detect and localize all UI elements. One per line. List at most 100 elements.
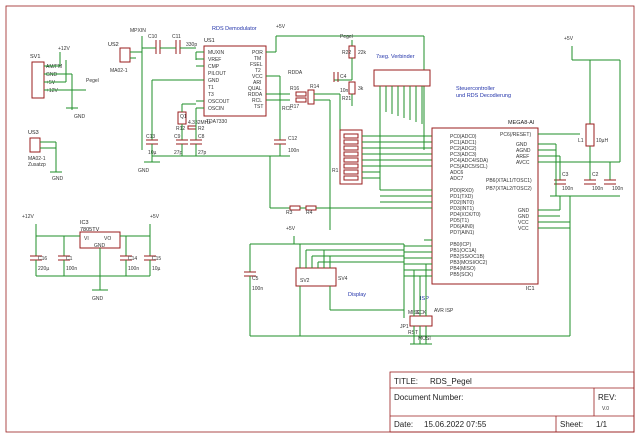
jp1-label: JP1 — [400, 324, 409, 330]
isp-connector: ISP AVR ISP JP1 MISO SCK RST MOSI — [400, 264, 454, 345]
c12-label: C12 — [288, 136, 297, 142]
sv1-pin-3: +5V — [46, 80, 56, 86]
ic1-pin: PB6(XTAL1/TOSC1) — [486, 178, 532, 184]
r14-label: R14 — [310, 84, 319, 90]
ic1-pin: AGND — [516, 148, 531, 154]
us1-pin: POR — [252, 50, 263, 56]
ic1-pd-pins: PD0(RXD) PD1(TXD) PD2(INT0) PD3(INT1) PD… — [450, 188, 481, 236]
sv1-gnd: GND — [74, 114, 86, 120]
r16-label: R16 — [290, 86, 299, 92]
isp-label: ISP — [420, 296, 429, 302]
c1-value: 100n — [66, 266, 77, 272]
ic1-pin: AREF — [516, 154, 529, 160]
c4-label: C4 — [340, 74, 347, 80]
seg-pins — [379, 86, 423, 124]
ic1-pin: PB4(MISO) — [450, 266, 476, 272]
ic1-pin: PB3(MOSI/OC2) — [450, 260, 488, 266]
ic1-pin: VCC — [518, 226, 529, 232]
ic1-pin: PD2(INT0) — [450, 200, 474, 206]
l1-inductor — [585, 123, 595, 147]
ic3-regulator: IC3 7805TV VI VO GND +12V +5V C16 220µ C… — [22, 214, 161, 302]
q1-label: Q1 — [180, 114, 187, 120]
rds-demod-label: RDS Demodulator — [212, 26, 257, 32]
rev-value: V.0 — [602, 406, 609, 412]
doc-number-label: Document Number: — [394, 393, 463, 402]
steuer-label-2: und RDS Decodierung — [456, 93, 511, 99]
ic1-pin: PB2(SS/OC1B) — [450, 254, 485, 260]
us1-pin: GND — [208, 78, 220, 84]
ic1-pin: PB0(ICP) — [450, 242, 471, 248]
ic3-vo: VO — [104, 236, 111, 242]
sv1-pin-1: AM/FM — [46, 64, 62, 70]
right-5v-label: +5V — [564, 36, 574, 42]
c11-value: 330p — [186, 42, 197, 48]
sheet-value: 1/1 — [596, 420, 608, 429]
ic1-pin: PD0(RXD) — [450, 188, 474, 194]
c15-label: C15 — [152, 256, 161, 262]
us1-pin: MUXIN — [208, 50, 225, 56]
r3-label: R3 — [286, 210, 293, 216]
c2-label: C2 — [592, 172, 599, 178]
seven-seg-connector: 7seg. Verbinder — [373, 54, 431, 124]
ic1-pin: PB1(OC1A) — [450, 248, 477, 254]
us2-connector: US2 MA02-1 MPXIN — [108, 28, 146, 150]
ic1-pc-pins: PC0(ADC0) PC1(ADC1) PC2(ADC2) PC3(ADC3) … — [450, 134, 488, 182]
ic1-pb-pins: PB0(ICP) PB1(OC1A) PB2(SS/OC1B) PB3(MOSI… — [450, 242, 488, 278]
us1-pin: VREF — [208, 57, 221, 63]
us1-pin: T1 — [208, 85, 214, 91]
us1-tda7330: RDS Demodulator US1 TDA7330 MUXIN VREF C… — [196, 26, 290, 125]
ic1-pin: PD6(AIN0) — [450, 224, 475, 230]
ic1-pin: ADC7 — [450, 176, 464, 182]
us3-value: MA02-1 — [28, 156, 46, 162]
ic1-pin: PD1(TXD) — [450, 194, 473, 200]
display-label: Display — [348, 292, 366, 298]
us1-left-pins: MUXIN VREF CMP PILOUT GND T1 T3 OSCOUT O… — [208, 50, 229, 112]
sheet-frame — [5, 5, 635, 433]
us1-right-pins: POR TM FSEL T2 VCC ARI QUAL RDDA RCL TST — [248, 50, 263, 110]
steuer-label: Steuercontroller — [456, 86, 495, 92]
us3-connector: US3 MA02-1 Zusatzp GND — [28, 130, 64, 182]
r2-label: R2 — [198, 126, 205, 132]
ic1-pin: PC5(ADC5/SCL) — [450, 164, 488, 170]
ic1-pin: PC2(ADC2) — [450, 146, 477, 152]
c9-label: C9 — [174, 134, 181, 140]
title-label: TITLE: — [394, 377, 418, 386]
disp-5v-label: +5V — [286, 226, 296, 232]
us3-label: US3 — [28, 130, 39, 136]
c12-value: 100n — [288, 148, 299, 154]
ic3-gnd-pin: GND — [94, 243, 106, 249]
ic1-pin: PC1(ADC1) — [450, 140, 477, 146]
q1-value: 4.332MHz — [188, 120, 211, 126]
sv1-connector: SV1 AM/FM GND +5V +12V +12V GND Pegel — [30, 46, 99, 120]
isp-pin: MOSI — [418, 336, 431, 342]
c15-value: 10µ — [152, 266, 161, 272]
avr-isp-label: AVR ISP — [434, 308, 454, 314]
ic1-pin: PD7(AIN1) — [450, 230, 475, 236]
ic1-pin: GND — [518, 208, 530, 214]
c5-value: 100n — [252, 286, 263, 292]
ic3-vi: VI — [84, 236, 89, 242]
reg-5v-label: +5V — [150, 214, 160, 220]
r22-value: 22k — [358, 50, 367, 56]
ic1-pin: GND — [516, 142, 528, 148]
sv2-label: SV2 — [300, 278, 310, 284]
rev-label: REV: — [598, 393, 616, 402]
us1-pin: PILOUT — [208, 71, 226, 77]
c6-value: 100n — [612, 186, 623, 192]
c10-label: C10 — [148, 34, 157, 40]
us1-pin: CMP — [208, 64, 220, 70]
l1-value: 10µH — [596, 138, 608, 144]
ic1-value: MEGA8-AI — [508, 120, 535, 126]
ic1-right-pins: PC6(/RESET) GND AGND AREF AVCC PB6(XTAL1… — [486, 132, 532, 232]
c16-label: C16 — [38, 256, 47, 262]
r22-label: R22 — [342, 50, 351, 56]
ic1-pin: AVCC — [516, 160, 530, 166]
us1-pin: OSCOUT — [208, 99, 229, 105]
sv1-pin-2: GND — [46, 72, 58, 78]
ic1-pin: GND — [518, 214, 530, 220]
l1-label: L1 — [578, 138, 584, 144]
display-block: +5V C5 100n SV2 SV4 Display — [244, 226, 430, 337]
us1-pin: T2 — [255, 68, 261, 74]
